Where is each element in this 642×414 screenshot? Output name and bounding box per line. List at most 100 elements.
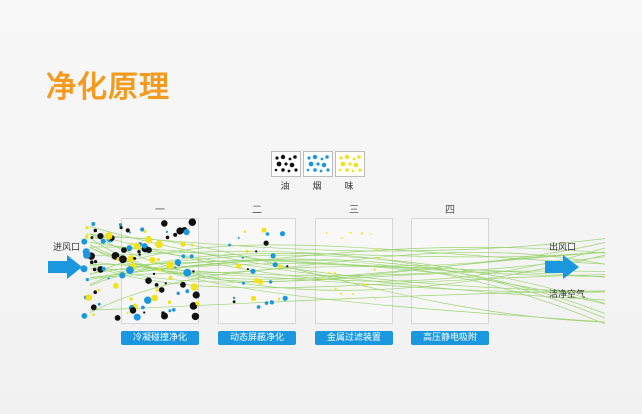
- airflow-line: [89, 290, 606, 311]
- airflow-line: [89, 263, 606, 305]
- particle: [100, 238, 106, 244]
- particle: [270, 253, 276, 259]
- particle: [232, 296, 236, 300]
- particle: [129, 307, 137, 314]
- airflow-line: [89, 263, 606, 283]
- particle: [161, 312, 168, 320]
- particle: [81, 313, 88, 319]
- particle: [126, 311, 129, 314]
- particle: [322, 277, 324, 280]
- particle: [228, 243, 232, 247]
- particle: [192, 270, 195, 273]
- particle: [183, 268, 192, 277]
- particle: [118, 223, 123, 227]
- airflow-line: [89, 266, 606, 314]
- particle: [83, 251, 91, 259]
- oil-particles-icon: [274, 154, 298, 173]
- particle: [86, 233, 89, 236]
- particle: [185, 289, 190, 294]
- particle: [90, 260, 94, 265]
- particle: [325, 232, 328, 234]
- particle: [327, 271, 330, 274]
- particle: [85, 235, 89, 239]
- particle: [270, 300, 273, 303]
- particle: [246, 268, 249, 271]
- particle: [92, 313, 95, 317]
- particle: [94, 260, 98, 264]
- particle: [125, 228, 130, 233]
- stage-number-4: 四: [445, 205, 455, 216]
- particle: [363, 283, 366, 285]
- particle: [237, 236, 240, 239]
- particle: [133, 313, 141, 321]
- stage-label-2: 动态屏蔽净化: [218, 331, 296, 345]
- particle: [92, 267, 97, 272]
- stage-label-1: 冷凝碰撞净化: [121, 331, 199, 345]
- particle: [272, 262, 278, 268]
- particle: [195, 301, 200, 306]
- airflow-line: [89, 264, 606, 289]
- airflow-line: [89, 250, 606, 319]
- particle: [279, 231, 286, 237]
- stage-number-3: 三: [349, 205, 359, 216]
- particle: [181, 254, 186, 258]
- particle: [258, 279, 264, 285]
- particle: [97, 302, 101, 306]
- particle: [349, 231, 352, 234]
- particle: [91, 222, 96, 226]
- odor-particles-icon: [338, 154, 362, 173]
- particle: [90, 304, 97, 311]
- particle: [377, 256, 380, 259]
- legend-label-oil: 油: [280, 182, 290, 192]
- particle: [85, 278, 89, 282]
- particle: [344, 297, 347, 300]
- particle: [85, 226, 89, 230]
- particle: [370, 233, 372, 235]
- particle: [167, 300, 172, 304]
- particle: [265, 232, 270, 236]
- particle: [149, 256, 156, 264]
- airflow-line: [89, 233, 606, 291]
- particle: [264, 301, 269, 305]
- stage-number-1: 一: [155, 205, 165, 216]
- particle: [242, 281, 245, 285]
- particle: [268, 280, 273, 284]
- particle: [161, 220, 168, 227]
- particle: [168, 275, 173, 280]
- particle: [189, 254, 194, 259]
- legend-swatch-odor: [335, 151, 365, 177]
- particle: [119, 272, 126, 279]
- particle: [141, 243, 148, 249]
- outlet-arrow-icon: [545, 255, 579, 279]
- particle: [250, 295, 257, 302]
- particle: [155, 240, 163, 249]
- particle: [129, 231, 131, 234]
- particle: [374, 298, 376, 300]
- particle: [137, 250, 141, 254]
- particle: [180, 241, 186, 247]
- particle: [236, 263, 242, 269]
- particle: [190, 243, 194, 247]
- particle: [191, 312, 200, 321]
- particle: [144, 296, 152, 304]
- particle: [168, 309, 172, 313]
- particle: [243, 230, 246, 233]
- particle: [174, 259, 182, 266]
- particle: [180, 281, 186, 288]
- particle: [121, 247, 127, 254]
- legend-swatch-smoke: [303, 151, 333, 177]
- particle: [152, 272, 156, 276]
- inlet-label: 进风口: [53, 243, 81, 253]
- particle: [97, 233, 104, 240]
- particle: [282, 295, 288, 301]
- airflow-line: [89, 244, 606, 276]
- particle: [375, 248, 378, 251]
- particle: [352, 293, 354, 296]
- particle: [245, 249, 249, 253]
- particle: [173, 232, 178, 237]
- particle: [156, 258, 160, 262]
- particle: [183, 229, 190, 236]
- particle: [145, 236, 153, 244]
- particle: [85, 294, 93, 301]
- particle: [250, 268, 256, 274]
